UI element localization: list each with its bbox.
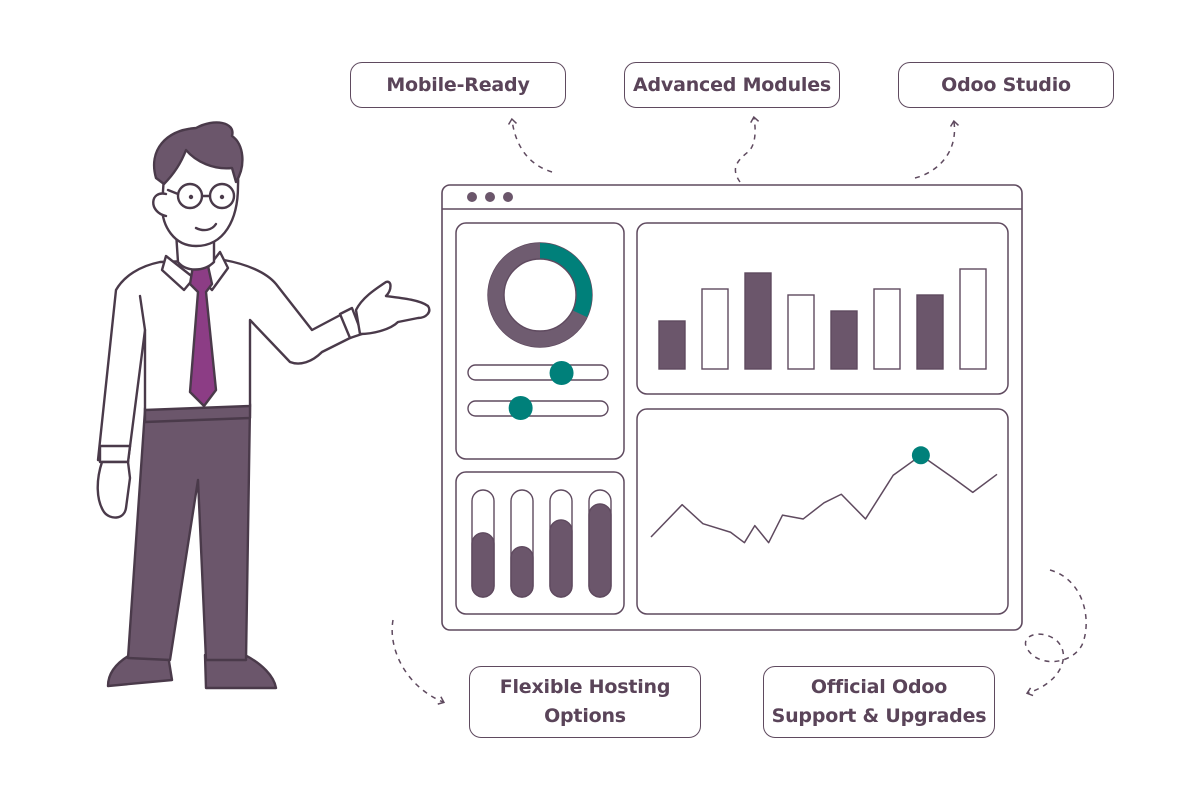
hair — [153, 121, 244, 186]
meter-4-fill — [588, 503, 612, 598]
donut-chart — [487, 242, 593, 348]
collar — [160, 254, 196, 292]
smile — [194, 222, 218, 232]
bar-chart — [658, 268, 987, 370]
shirt — [96, 258, 356, 464]
window-dot-2 — [485, 192, 495, 202]
line-series — [650, 454, 998, 544]
meter-2-fill — [510, 546, 534, 598]
feature-odoo-studio: Odoo Studio — [898, 62, 1114, 108]
feature-mobile-ready-label: Mobile-Ready — [386, 73, 530, 96]
donut-panel — [455, 222, 625, 460]
trousers — [126, 404, 252, 662]
bar-2 — [701, 288, 729, 370]
ear — [152, 192, 168, 218]
bar-1 — [658, 320, 686, 370]
slider-1[interactable] — [467, 361, 609, 385]
bar-chart-panel — [636, 222, 1009, 395]
feature-flexible-hosting-line2: Options — [544, 705, 626, 727]
arrow-to-odoo-studio — [914, 119, 960, 179]
slider-2[interactable] — [467, 396, 609, 420]
donut-hole — [503, 258, 577, 332]
feature-flexible-hosting-line1: Flexible Hosting — [499, 676, 671, 698]
window-dot-1 — [467, 192, 477, 202]
glasses-bridge — [166, 188, 212, 198]
feature-mobile-ready: Mobile-Ready — [350, 62, 566, 108]
left-shoe — [106, 653, 174, 688]
arrow-to-mobile-ready — [507, 117, 553, 173]
bar-3 — [744, 272, 772, 370]
feature-flexible-hosting: Flexible Hosting Options — [469, 666, 701, 738]
meter-3-fill — [549, 519, 573, 598]
connector-arrows — [391, 115, 1087, 705]
arrow-to-support — [1024, 569, 1087, 697]
tie — [188, 264, 218, 408]
feature-odoo-studio-label: Odoo Studio — [941, 73, 1071, 96]
highlighted-point — [911, 446, 930, 465]
line-chart — [650, 446, 998, 544]
slider-2-track[interactable] — [467, 400, 609, 417]
vertical-meters — [471, 489, 612, 598]
line-chart-panel — [636, 408, 1009, 615]
meters-panel — [455, 471, 625, 615]
slider-1-handle[interactable] — [549, 361, 574, 385]
feature-official-support-line1: Official Odoo — [810, 676, 948, 698]
right-hand — [354, 280, 431, 336]
feature-official-support-line2: Support & Upgrades — [771, 705, 987, 727]
browser-window — [441, 184, 1023, 631]
left-arm-edge — [138, 294, 147, 332]
slider-2-handle[interactable] — [508, 396, 533, 420]
left-hand — [96, 460, 132, 519]
meter-1-fill — [471, 532, 495, 598]
feature-official-support: Official Odoo Support & Upgrades — [763, 666, 995, 738]
shirt-cuff-left — [98, 444, 132, 464]
feature-advanced-modules-label: Advanced Modules — [633, 73, 831, 96]
left-eye — [188, 194, 194, 200]
businessman-figure — [96, 121, 431, 690]
donut-accent-segment — [539, 243, 592, 318]
slider-1-track[interactable] — [467, 364, 609, 381]
bar-4 — [787, 294, 815, 370]
arrow-to-advanced-modules — [734, 115, 760, 183]
window-dot-3 — [503, 192, 513, 202]
bar-6 — [873, 288, 901, 370]
bar-7 — [916, 294, 944, 370]
bar-8 — [959, 268, 987, 370]
arrow-to-flexible-hosting — [391, 619, 446, 705]
bar-5 — [830, 310, 858, 370]
feature-advanced-modules: Advanced Modules — [624, 62, 840, 108]
right-eye — [219, 194, 225, 200]
